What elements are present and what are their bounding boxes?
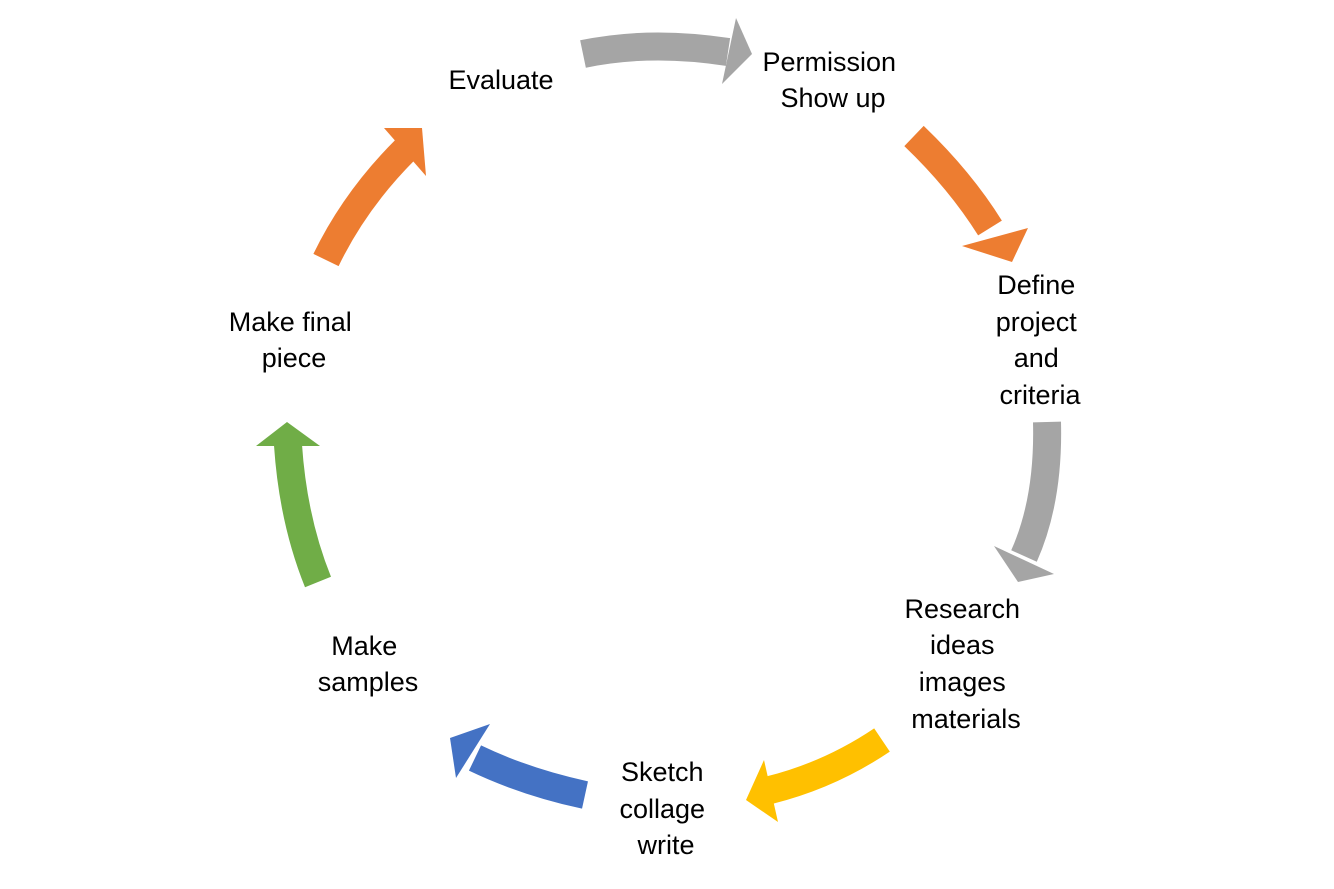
node-line: ideas xyxy=(930,630,995,660)
node-line: Evaluate xyxy=(448,65,553,95)
arrow-shaft xyxy=(313,140,415,267)
node-line: write xyxy=(636,830,694,860)
node-permission: Permission Show up xyxy=(762,47,903,113)
arrow-head xyxy=(746,760,778,822)
arrow-evaluate-to-permission xyxy=(580,18,752,84)
arrow-head xyxy=(962,228,1028,262)
node-line: collage xyxy=(619,794,705,824)
arrow-head xyxy=(384,128,426,176)
arrow-shaft xyxy=(580,32,731,68)
arrow-shaft xyxy=(904,125,1002,236)
node-line: materials xyxy=(911,704,1021,734)
node-evaluate: Evaluate xyxy=(448,65,553,95)
node-samples: Make samples xyxy=(318,631,419,697)
arrow-head xyxy=(722,18,752,84)
node-line: piece xyxy=(262,343,327,373)
node-line: Show up xyxy=(780,83,885,113)
arrow-research-to-sketch xyxy=(746,728,890,822)
node-line: and xyxy=(1014,343,1059,373)
arrow-permission-to-define xyxy=(904,125,1028,262)
node-line: Sketch xyxy=(621,757,704,787)
arrow-define-to-research xyxy=(994,421,1062,582)
arrow-shaft xyxy=(766,728,890,804)
node-define: Define project and criteria xyxy=(996,270,1085,410)
node-line: samples xyxy=(318,667,419,697)
node-final: Make final piece xyxy=(229,307,360,373)
arrow-shaft xyxy=(1011,421,1062,562)
arrow-head xyxy=(994,546,1054,582)
arrow-head xyxy=(450,724,490,778)
node-line: Permission xyxy=(762,47,896,77)
arrow-shaft xyxy=(274,444,332,588)
node-sketch: Sketch collage write xyxy=(619,757,712,860)
node-line: criteria xyxy=(999,380,1081,410)
arrow-sketch-to-samples xyxy=(450,724,588,809)
node-line: images xyxy=(919,667,1006,697)
arrow-samples-to-final xyxy=(256,422,332,588)
node-line: Make final xyxy=(229,307,352,337)
node-line: Make xyxy=(331,631,397,661)
arrow-shaft xyxy=(468,745,588,809)
node-line: project xyxy=(996,307,1078,337)
arrow-head xyxy=(256,422,320,446)
arrow-final-to-evaluate xyxy=(313,128,426,267)
node-research: Research ideas images materials xyxy=(904,594,1027,734)
node-line: Research xyxy=(904,594,1020,624)
node-line: Define xyxy=(997,270,1075,300)
